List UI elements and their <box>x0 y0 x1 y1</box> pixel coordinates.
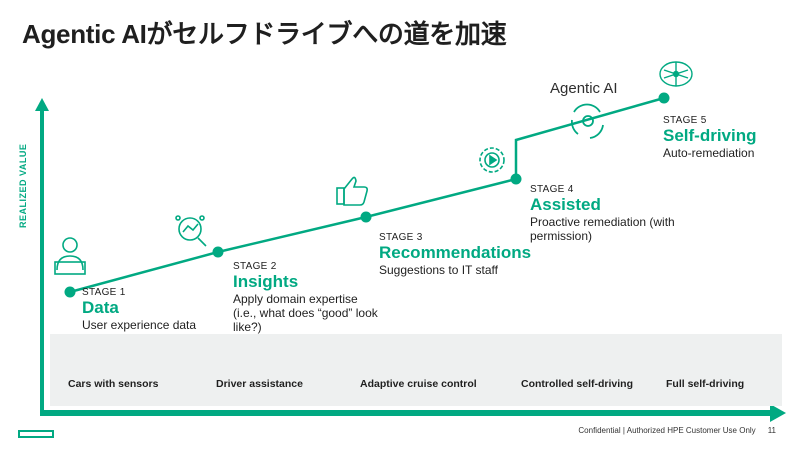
stage-number: STAGE 5 <box>663 115 707 126</box>
stage-5-dot <box>658 92 670 104</box>
stage-3-dot <box>360 211 372 223</box>
stage-name: Data <box>82 298 119 317</box>
stage-name: Assisted <box>530 195 601 214</box>
stage-name: Self-driving <box>663 126 757 145</box>
agentic-ai-label: Agentic AI <box>550 80 618 97</box>
gear-play-icon <box>479 147 505 173</box>
stage-2-dot <box>212 246 224 258</box>
car-level-label: Cars with sensors <box>68 378 159 390</box>
stage-number: STAGE 4 <box>530 184 574 195</box>
person-at-laptop-icon <box>54 237 86 275</box>
stage-number: STAGE 2 <box>233 261 277 272</box>
stage-number: STAGE 1 <box>82 287 126 298</box>
stage-description: Suggestions to IT staff <box>379 263 498 277</box>
neural-network-icon <box>659 61 693 87</box>
slide-title: Agentic AIがセルフドライブへの道を加速 <box>22 19 507 49</box>
y-axis-arrowhead <box>35 98 49 111</box>
stage-2: STAGE 2 Insights Apply domain expertise … <box>233 261 381 334</box>
circular-arrows-icon <box>571 103 604 139</box>
x-axis-arrowhead <box>770 404 786 422</box>
stage-name: Recommendations <box>379 243 532 262</box>
page-number: 11 <box>767 426 776 435</box>
car-level-label: Full self-driving <box>666 378 745 390</box>
stage-number: STAGE 3 <box>379 232 423 243</box>
car-level-label: Controlled self-driving <box>521 378 634 390</box>
progression-line <box>69 96 665 294</box>
stage-1: STAGE 1 Data User experience data <box>82 287 222 332</box>
stage-description: Auto-remediation <box>663 146 755 160</box>
footer: Confidential | Authorized HPE Customer U… <box>578 426 776 435</box>
thumbs-up-icon <box>336 176 368 206</box>
stage-description: Proactive remediation (with permission) <box>530 215 675 243</box>
stage-1-dot <box>64 286 76 298</box>
magnifier-chart-icon <box>175 215 207 247</box>
car-level-label: Adaptive cruise control <box>360 378 477 390</box>
footer-confidential-text: Confidential | Authorized HPE Customer U… <box>578 426 756 435</box>
car-level-label: Driver assistance <box>216 378 303 390</box>
stage-5: STAGE 5 Self-driving Auto-remediation <box>663 115 773 160</box>
stage-description: User experience data <box>82 318 197 332</box>
stage-4-dot <box>510 173 522 185</box>
stage-3: STAGE 3 Recommendations Suggestions to I… <box>379 232 549 277</box>
stage-name: Insights <box>233 272 299 291</box>
stage-description: Apply domain expertise (i.e., what does … <box>233 292 378 334</box>
autonomy-levels-band <box>50 334 782 406</box>
hpe-logo <box>18 430 54 438</box>
stage-4: STAGE 4 Assisted Proactive remediation (… <box>530 184 700 243</box>
